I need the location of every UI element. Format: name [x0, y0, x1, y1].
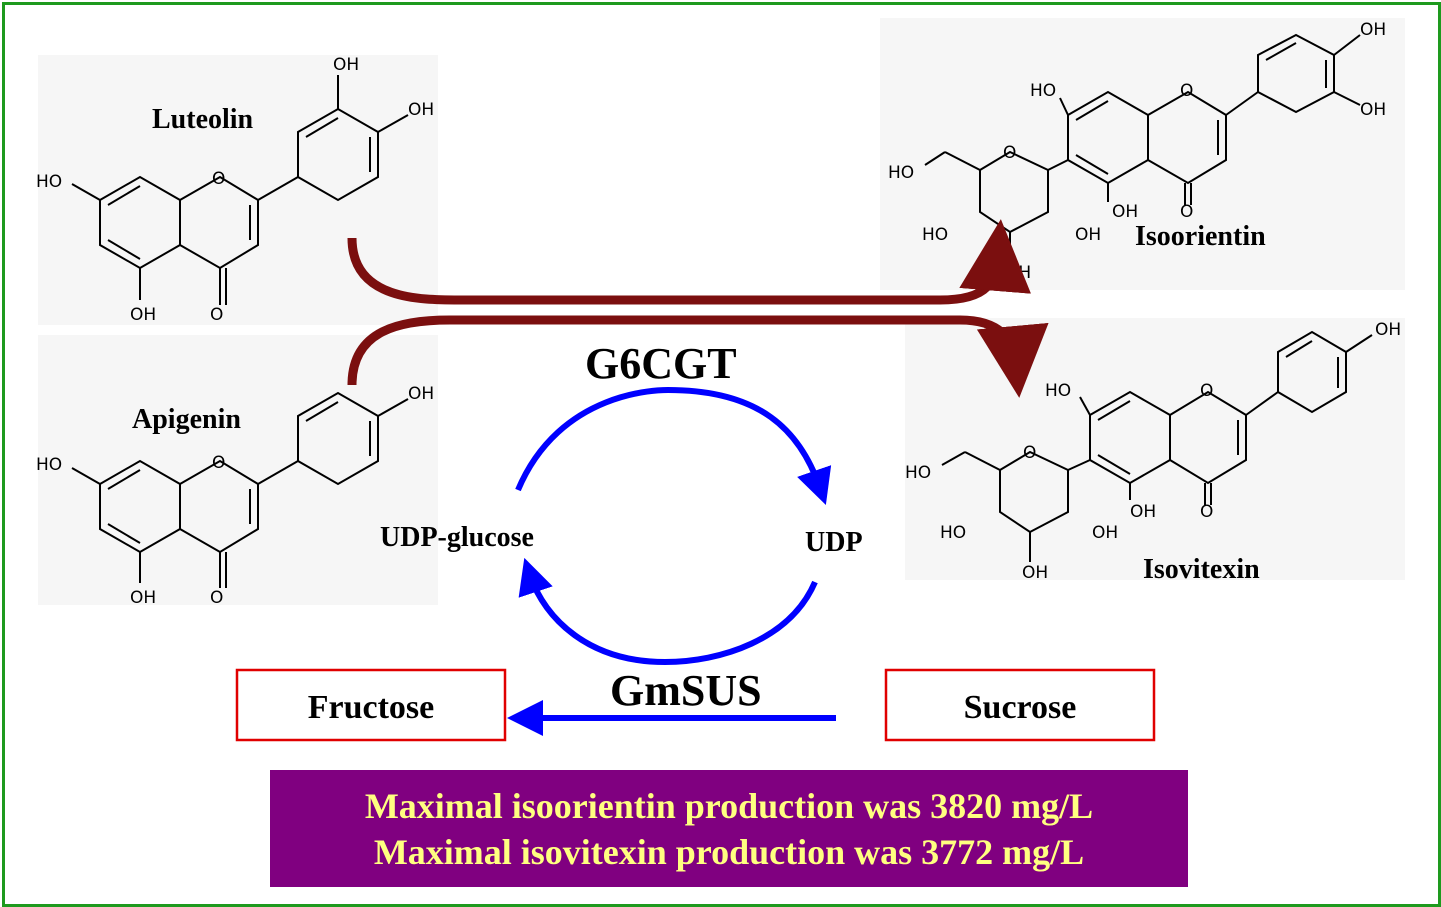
isovitexin-panel [905, 318, 1405, 580]
ho-label: HO [922, 225, 948, 245]
oh-label: OH [130, 588, 156, 608]
oh-label: OH [1075, 225, 1101, 245]
ho-label: HO [888, 163, 914, 183]
luteolin-to-isoorientin-arrow [347, 219, 1032, 305]
apigenin-to-isovitexin-arrow [347, 315, 1049, 398]
udp-glucose-label: UDP-glucose [380, 522, 534, 553]
oh-label: OH [1130, 502, 1156, 522]
oh-label: OH [1005, 263, 1031, 283]
isovitexin-result: Maximal isovitexin production was 3772 m… [373, 831, 1085, 872]
oh-label: OH [1092, 523, 1118, 543]
fructose-label: Fructose [308, 689, 435, 726]
ho-label: HO [940, 523, 966, 543]
isoorientin-result: Maximal isoorientin production was 3820 … [364, 785, 1094, 826]
apigenin-label: Apigenin [132, 404, 241, 435]
isovitexin-label: Isovitexin [1143, 554, 1260, 585]
carbonyl-oxygen-label: O [1200, 502, 1213, 522]
ring-oxygen-label: O [212, 169, 225, 189]
oh-label: OH [130, 305, 156, 325]
carbonyl-oxygen-label: O [1180, 202, 1193, 222]
ring-oxygen-label: O [212, 453, 225, 473]
isoorientin-structure: OH OH HO O O HO HO OH OH OH O Isoorienti… [888, 20, 1386, 283]
oh-label: OH [408, 384, 434, 404]
oh-label: OH [1022, 563, 1048, 583]
ring-oxygen-label: O [1200, 381, 1213, 401]
oh-label: OH [1375, 320, 1401, 340]
udp-label: UDP [805, 527, 863, 558]
fructose-box [235, 668, 507, 742]
carbonyl-oxygen-label: O [210, 305, 223, 325]
oh-label: OH [1360, 100, 1386, 120]
gmsus-label: GmSUS [610, 666, 762, 715]
sucrose-box [884, 668, 1156, 742]
ho-label: HO [36, 172, 62, 192]
results-box: Maximal isoorientin production was 3820 … [270, 770, 1188, 887]
luteolin-structure: OH OH HO O OH O Luteolin [36, 55, 434, 325]
ho-label: HO [1030, 81, 1056, 101]
apigenin-panel [38, 335, 438, 605]
ring-oxygen-label: O [1180, 81, 1193, 101]
oh-label: OH [408, 100, 434, 120]
isoorientin-label: Isoorientin [1135, 221, 1266, 252]
oh-label: OH [1360, 20, 1386, 40]
carbonyl-oxygen-label: O [210, 588, 223, 608]
g6cgt-label: G6CGT [585, 339, 737, 388]
luteolin-label: Luteolin [152, 104, 254, 135]
sugar-oxygen-label: O [1003, 143, 1016, 163]
ho-label: HO [36, 455, 62, 475]
oh-label: OH [333, 55, 359, 75]
sucrose-label: Sucrose [964, 689, 1077, 726]
ho-label: HO [1045, 381, 1071, 401]
oh-label: OH [1112, 202, 1138, 222]
apigenin-structure: OH HO O OH O Apigenin [36, 384, 434, 608]
isovitexin-structure: OH HO O O HO HO OH OH OH O Isovitexin [905, 320, 1401, 585]
udp-to-udp-glucose-arrow [518, 557, 818, 666]
ho-label: HO [905, 463, 931, 483]
sugar-oxygen-label: O [1023, 443, 1036, 463]
udp-glucose-to-udp-arrow [515, 386, 832, 506]
